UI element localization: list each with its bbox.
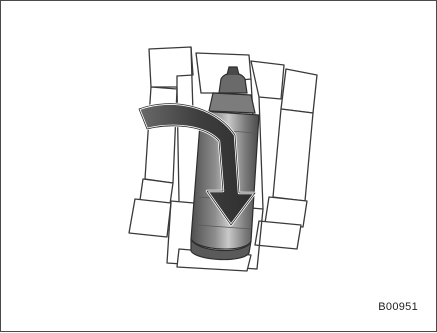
- figure-code-label: B00951: [378, 301, 418, 313]
